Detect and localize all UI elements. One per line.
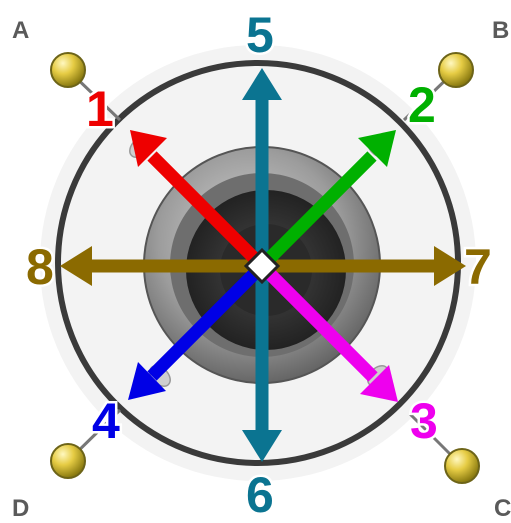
direction-label-3: 3: [410, 393, 438, 449]
corner-ball-d: [51, 444, 85, 478]
direction-label-1: 1: [86, 81, 114, 137]
corner-ball-c: [445, 449, 479, 483]
direction-label-4: 4: [92, 393, 120, 449]
corner-label-a: A: [12, 17, 29, 44]
direction-label-7: 7: [464, 239, 492, 295]
corner-label-b: B: [492, 17, 509, 44]
corner-ball-a: [51, 53, 85, 87]
corner-label-d: D: [12, 495, 29, 522]
direction-label-8: 8: [26, 239, 54, 295]
corner-label-c: C: [494, 495, 511, 522]
direction-label-6: 6: [246, 467, 274, 523]
direction-label-2: 2: [408, 77, 436, 133]
direction-label-5: 5: [246, 7, 274, 63]
corner-ball-b: [439, 53, 473, 87]
